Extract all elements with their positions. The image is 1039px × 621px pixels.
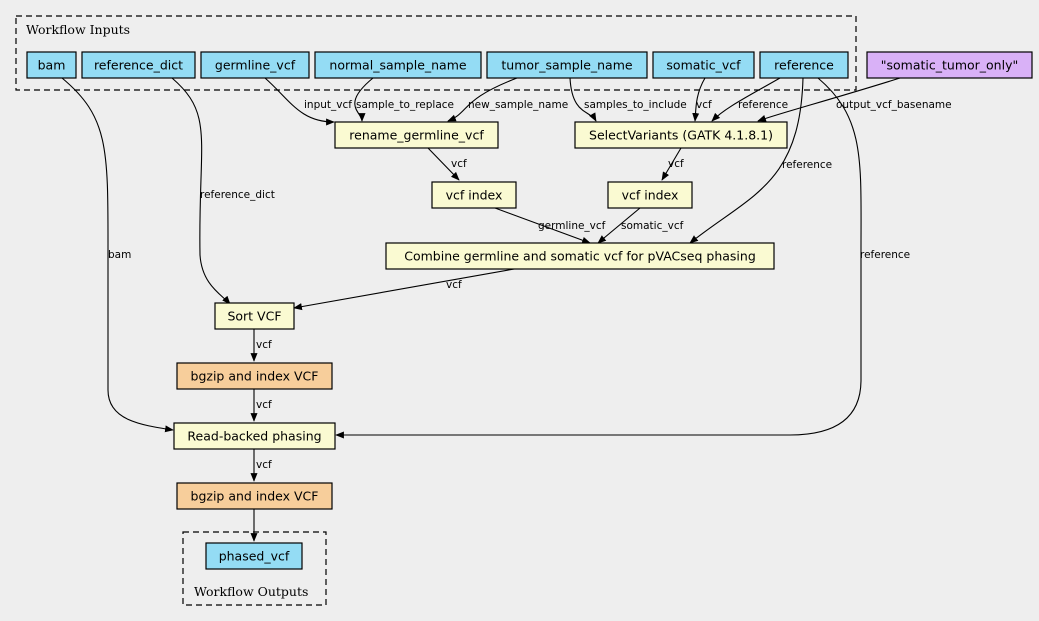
input-node-somatic-vcf[interactable]: somatic_vcf (652, 51, 755, 79)
edge-bam-to-phasing (61, 77, 174, 433)
step-node-bgzip-index-vcf-1[interactable]: bgzip and index VCF (176, 362, 333, 390)
step-node-select-variants-label: SelectVariants (GATK 4.1.8.1) (589, 128, 773, 143)
edge-label-somatic-vcf: somatic_vcf (621, 220, 684, 232)
edge-label-reference-dict: reference_dict (200, 189, 275, 201)
workflow-outputs-label: Workflow Outputs (194, 584, 308, 599)
input-node-bam-label: bam (38, 58, 66, 73)
step-node-rename-germline-vcf[interactable]: rename_germline_vcf (334, 121, 499, 149)
input-node-reference-label: reference (774, 58, 834, 73)
step-node-bgzip-index-vcf-2-label: bgzip and index VCF (191, 489, 319, 504)
edge-label-reference-select: reference (738, 99, 788, 111)
edge-vcf-index-to-combine-somatic (597, 207, 641, 244)
edge-label-vcf-select-index: vcf (668, 158, 684, 170)
input-node-germline-vcf-label: germline_vcf (215, 58, 296, 73)
edge-label-vcf-combine-sort: vcf (446, 279, 462, 291)
edge-label-vcf-bgzip-phasing: vcf (256, 399, 272, 411)
edge-constant-to-select (757, 77, 901, 122)
step-node-select-variants[interactable]: SelectVariants (GATK 4.1.8.1) (574, 121, 788, 149)
workflow-inputs-cluster: Workflow Inputs (15, 15, 857, 91)
edge-germline-vcf-to-rename (264, 77, 335, 126)
step-node-combine-vcf-label: Combine germline and somatic vcf for pVA… (404, 249, 756, 264)
input-node-somatic-vcf-label: somatic_vcf (666, 58, 741, 73)
edge-label-reference-phasing: reference (860, 249, 910, 261)
edge-vcf-index-to-combine-germline (494, 207, 591, 244)
edge-reference-to-phasing (335, 77, 862, 439)
edge-rename-to-vcf-index (427, 147, 460, 181)
edge-select-to-vcf-index (661, 147, 682, 181)
workflow-inputs-label: Workflow Inputs (26, 22, 130, 37)
input-node-reference[interactable]: reference (759, 51, 849, 79)
step-node-sort-vcf[interactable]: Sort VCF (214, 302, 295, 330)
step-node-vcf-index-somatic-label: vcf index (622, 188, 679, 203)
edge-reference-dict-to-sort (171, 77, 231, 305)
edge-somatic-vcf-to-select (692, 77, 706, 122)
input-node-reference-dict-label: reference_dict (94, 58, 183, 73)
step-node-combine-vcf[interactable]: Combine germline and somatic vcf for pVA… (385, 242, 775, 270)
edge-label-sample-to-replace: sample_to_replace (356, 99, 454, 111)
edge-label-output-vcf-basename: output_vcf_basename (836, 99, 952, 111)
step-node-sort-vcf-label: Sort VCF (227, 309, 281, 324)
edge-label-vcf-phasing-bgzip: vcf (256, 459, 272, 471)
step-node-read-backed-phasing[interactable]: Read-backed phasing (173, 422, 336, 450)
step-node-bgzip-index-vcf-2[interactable]: bgzip and index VCF (176, 482, 333, 510)
edge-tumor-sample-to-select (569, 77, 597, 122)
input-node-normal-sample-name[interactable]: normal_sample_name (314, 51, 482, 79)
edge-label-vcf-select: vcf (696, 99, 712, 111)
input-node-tumor-sample-name-label: tumor_sample_name (501, 58, 632, 73)
edge-tumor-sample-to-rename (447, 77, 518, 122)
edge-label-bam: bam (108, 249, 131, 261)
edge-label-reference-combine: reference (782, 159, 832, 171)
constant-node-somatic-tumor-only[interactable]: "somatic_tumor_only" (866, 51, 1033, 79)
edge-label-input-vcf: input_vcf (304, 99, 352, 111)
edge-label-new-sample-name: new_sample_name (468, 99, 568, 111)
step-node-vcf-index-germline[interactable]: vcf index (431, 181, 517, 209)
edge-reference-to-select (711, 77, 781, 122)
output-node-phased-vcf-label: phased_vcf (219, 549, 290, 564)
edge-combine-to-sort (293, 267, 521, 311)
edge-normal-sample-to-rename (354, 77, 374, 122)
output-node-phased-vcf[interactable]: phased_vcf (205, 542, 303, 570)
edge-label-germline-vcf: germline_vcf (538, 220, 606, 232)
step-node-read-backed-phasing-label: Read-backed phasing (187, 429, 321, 444)
edge-reference-to-combine (689, 77, 804, 244)
edge-label-vcf-sort-bgzip: vcf (256, 339, 272, 351)
step-node-rename-germline-vcf-label: rename_germline_vcf (349, 128, 484, 143)
input-node-bam[interactable]: bam (26, 51, 77, 79)
edge-label-vcf-rename-index: vcf (451, 158, 467, 170)
input-node-germline-vcf[interactable]: germline_vcf (200, 51, 310, 79)
input-node-normal-sample-name-label: normal_sample_name (329, 58, 467, 73)
step-node-vcf-index-somatic[interactable]: vcf index (607, 181, 693, 209)
constant-node-label: "somatic_tumor_only" (881, 58, 1018, 73)
step-node-bgzip-index-vcf-1-label: bgzip and index VCF (191, 369, 319, 384)
input-node-tumor-sample-name[interactable]: tumor_sample_name (486, 51, 648, 79)
edge-label-samples-to-include: samples_to_include (584, 99, 687, 111)
input-node-reference-dict[interactable]: reference_dict (81, 51, 196, 79)
step-node-vcf-index-germline-label: vcf index (446, 188, 503, 203)
